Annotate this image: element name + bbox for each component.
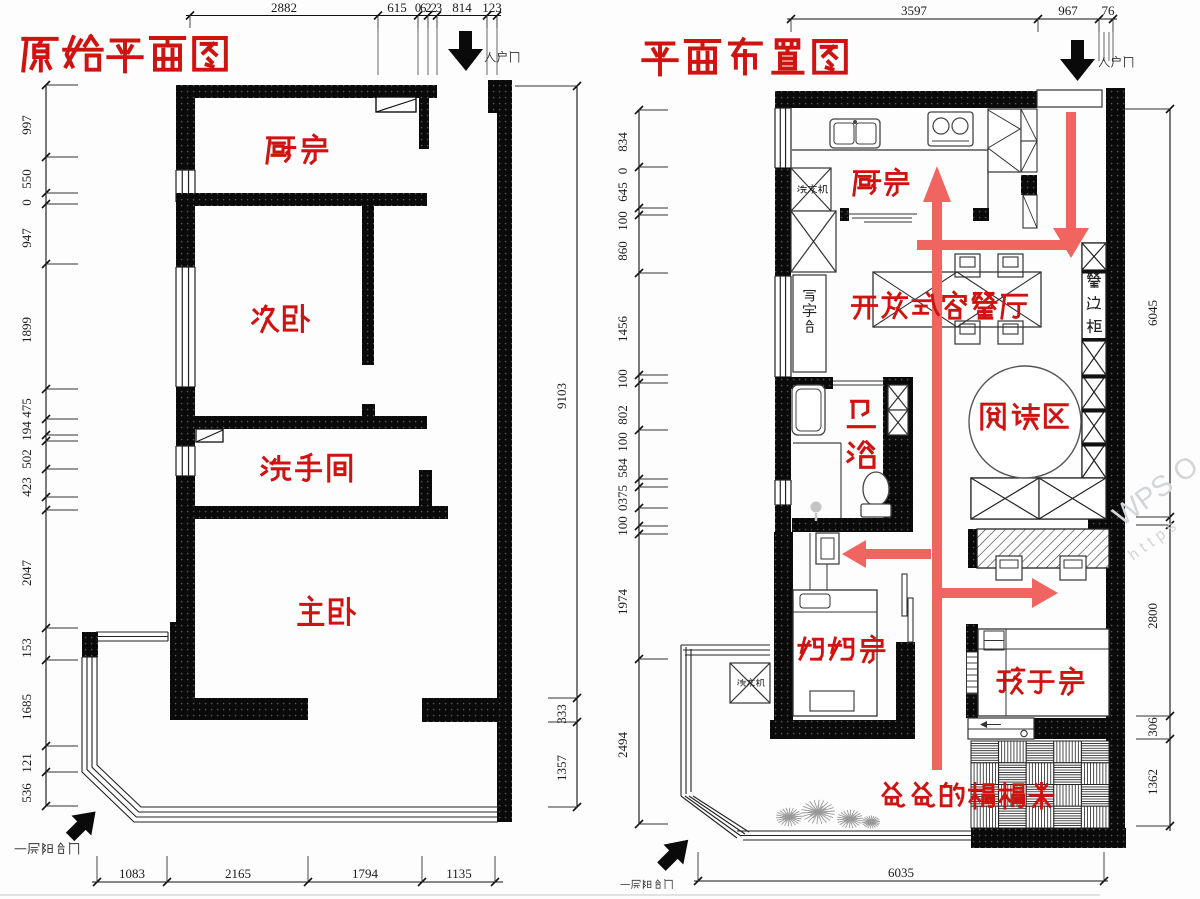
svg-text:123: 123 <box>482 0 502 15</box>
svg-text:947: 947 <box>19 228 34 248</box>
svg-text:1456: 1456 <box>615 316 630 343</box>
svg-text:9103: 9103 <box>554 383 569 409</box>
svg-text:502: 502 <box>19 449 34 469</box>
svg-text:834: 834 <box>615 132 630 152</box>
svg-text:0: 0 <box>19 199 34 206</box>
svg-text:550: 550 <box>19 169 34 189</box>
svg-text:967: 967 <box>1058 3 1078 18</box>
svg-text:1135: 1135 <box>446 866 472 881</box>
svg-text:2047: 2047 <box>19 560 34 587</box>
svg-text:997: 997 <box>19 115 34 135</box>
svg-text:100: 100 <box>615 516 630 536</box>
svg-text:76: 76 <box>1102 3 1116 18</box>
svg-text:121: 121 <box>19 753 34 773</box>
svg-text:3597: 3597 <box>901 3 928 18</box>
svg-text:645: 645 <box>615 182 630 202</box>
svg-text:100: 100 <box>615 369 630 389</box>
svg-text:194: 194 <box>19 421 34 441</box>
svg-text:860: 860 <box>615 241 630 261</box>
svg-text:1974: 1974 <box>615 589 630 616</box>
svg-text:6045: 6045 <box>1145 300 1160 326</box>
svg-text:2165: 2165 <box>225 866 251 881</box>
svg-text:2882: 2882 <box>271 0 297 15</box>
svg-text:1899: 1899 <box>19 317 34 343</box>
svg-text:100: 100 <box>615 432 630 452</box>
svg-text:615: 615 <box>387 0 407 15</box>
svg-text:06223: 06223 <box>415 1 442 15</box>
svg-text:1685: 1685 <box>19 694 34 720</box>
svg-text:536: 536 <box>19 783 34 803</box>
svg-text:1362: 1362 <box>1145 769 1160 795</box>
svg-text:306: 306 <box>1145 717 1160 737</box>
svg-text:584: 584 <box>615 458 630 478</box>
svg-text:0: 0 <box>615 168 630 175</box>
svg-text:1083: 1083 <box>119 866 145 881</box>
svg-text:100: 100 <box>615 211 630 231</box>
svg-text:802: 802 <box>615 405 630 425</box>
svg-text:2800: 2800 <box>1145 603 1160 629</box>
svg-text:1794: 1794 <box>352 866 379 881</box>
svg-text:0375: 0375 <box>615 485 630 511</box>
svg-text:1357: 1357 <box>554 755 569 782</box>
svg-text:814: 814 <box>452 0 472 15</box>
svg-text:153: 153 <box>19 638 34 658</box>
svg-text:475: 475 <box>19 398 34 418</box>
svg-text:333: 333 <box>554 704 569 724</box>
svg-text:6035: 6035 <box>888 865 914 880</box>
svg-text:2494: 2494 <box>615 732 630 759</box>
svg-text:423: 423 <box>19 477 34 497</box>
